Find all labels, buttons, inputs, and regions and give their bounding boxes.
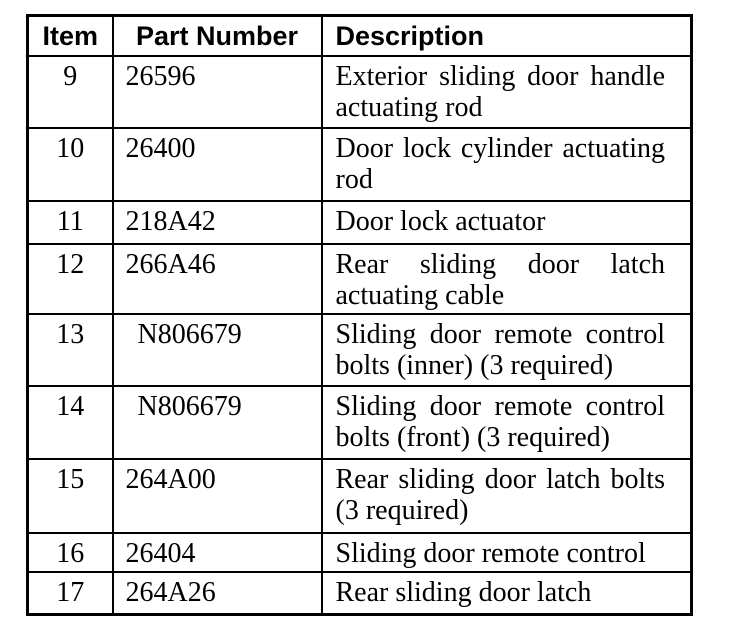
description-cell: Sliding door remote control bolts (front… (320, 384, 693, 460)
item-cell: 14 (26, 384, 114, 460)
header-part-number: Part Number (111, 14, 323, 57)
description-cell: Door lock cylinder actuating rod (320, 126, 693, 202)
part-number-cell: N806679 (111, 312, 323, 387)
item-cell: 12 (26, 242, 114, 315)
table-row: 16 26404 Sliding door remote control (26, 531, 693, 573)
description-cell: Rear sliding door latch bolts (3 require… (320, 457, 693, 534)
part-number-cell: 266A46 (111, 242, 323, 315)
item-cell: 9 (26, 54, 114, 129)
part-number-cell: 264A26 (111, 570, 323, 616)
item-cell: 11 (26, 199, 114, 245)
item-cell: 10 (26, 126, 114, 202)
parts-table: Item Part Number Description 9 26596 Ext… (26, 14, 693, 616)
item-cell: 15 (26, 457, 114, 534)
part-number-cell: 26400 (111, 126, 323, 202)
table-row: 10 26400 Door lock cylinder actuating ro… (26, 126, 693, 202)
description-cell: Exterior sliding door handle actuating r… (320, 54, 693, 129)
part-number-cell: N806679 (111, 384, 323, 460)
header-description: Description (320, 14, 693, 57)
description-cell: Door lock actuator (320, 199, 693, 245)
part-number-cell: 264A00 (111, 457, 323, 534)
description-cell: Sliding door remote control bolts (inner… (320, 312, 693, 387)
table-row: 15 264A00 Rear sliding door latch bolts … (26, 457, 693, 534)
part-number-cell: 26404 (111, 531, 323, 573)
table-row: 9 26596 Exterior sliding door handle act… (26, 54, 693, 129)
item-cell: 17 (26, 570, 114, 616)
item-cell: 13 (26, 312, 114, 387)
part-number-cell: 26596 (111, 54, 323, 129)
description-cell: Sliding door remote control (320, 531, 693, 573)
description-cell: Rear sliding door latch actuating cable (320, 242, 693, 315)
header-item: Item (26, 14, 114, 57)
item-cell: 16 (26, 531, 114, 573)
header-row: Item Part Number Description (26, 14, 693, 57)
table-row: 17 264A26 Rear sliding door latch (26, 570, 693, 616)
table-row: 13 N806679 Sliding door remote control b… (26, 312, 693, 387)
table-row: 14 N806679 Sliding door remote control b… (26, 384, 693, 460)
table-row: 12 266A46 Rear sliding door latch actuat… (26, 242, 693, 315)
description-cell: Rear sliding door latch (320, 570, 693, 616)
part-number-cell: 218A42 (111, 199, 323, 245)
table-row: 11 218A42 Door lock actuator (26, 199, 693, 245)
